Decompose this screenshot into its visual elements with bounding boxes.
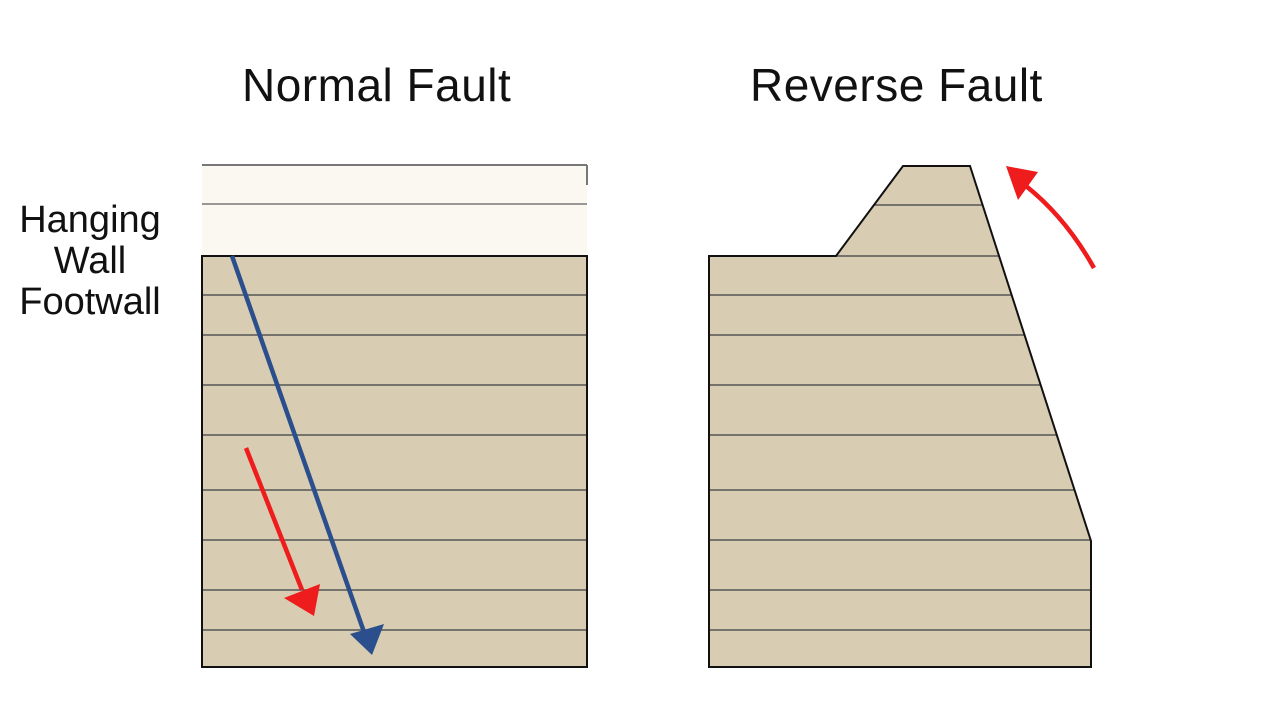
hanging-label: Hanging xyxy=(19,199,161,241)
normal-fault-title: Normal Fault xyxy=(242,59,512,111)
wall-labels: Hanging Wall Footwall xyxy=(4,200,176,323)
wall-label: Wall xyxy=(53,240,127,282)
reverse-block-outline xyxy=(708,165,1092,668)
normal-rock-block xyxy=(201,255,588,668)
footwall-label: Footwall xyxy=(19,281,161,323)
normal-top-layer xyxy=(202,165,587,256)
normal-fault-block xyxy=(201,164,588,668)
reverse-rock-block xyxy=(709,166,1091,667)
curved-arrow-up-icon xyxy=(1006,166,1096,270)
arrow-down-icon xyxy=(243,447,320,616)
fault-plane-arrow-icon xyxy=(229,255,384,655)
normal-bedding-lines xyxy=(203,294,586,631)
reverse-fault-block xyxy=(708,165,1092,668)
reverse-fault-title: Reverse Fault xyxy=(750,59,1043,111)
